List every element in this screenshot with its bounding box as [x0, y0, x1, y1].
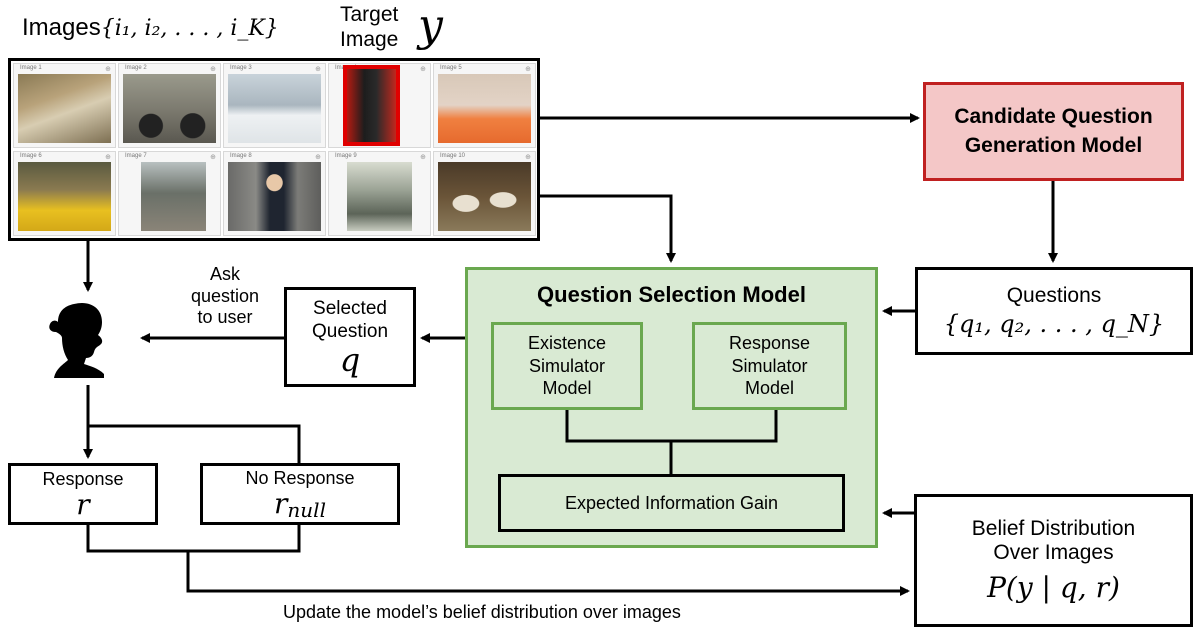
cqg-line2: Generation Model [964, 133, 1143, 157]
candidate-question-generation-model: Candidate Question Generation Model [923, 82, 1184, 181]
selected-question-box: Selected Question q [284, 287, 416, 387]
belief-line1: Belief Distribution [971, 516, 1136, 540]
target-label-line1: Target [340, 3, 399, 26]
update-caption: Update the model’s belief distribution o… [283, 602, 681, 622]
bedroom-photo [438, 74, 531, 143]
man-with-banana-photo [228, 162, 321, 231]
fruit-vendor-photo [18, 162, 111, 231]
no-response-box: No Response rnull [200, 463, 400, 525]
motorcycle-photo [123, 74, 216, 143]
target-label-line2: Image [340, 28, 399, 52]
no-response-sub: null [287, 497, 326, 522]
response-box: Response r [8, 463, 158, 525]
belief-math: P(y | q, r) [987, 571, 1120, 605]
belief-distribution-box: Belief Distribution Over Images P(y | q,… [914, 494, 1193, 627]
image-cell-target[interactable]: Image 4⊕ [328, 63, 431, 148]
line-user-split [86, 385, 301, 463]
images-label: Images [22, 14, 101, 41]
ask-question-label: Ask question to user [190, 264, 260, 328]
questions-math: {q₁, q₂, . . . , q_N} [943, 310, 1165, 339]
image-cell[interactable]: Image 5⊕ [433, 63, 536, 148]
line-simulators-to-eig [565, 410, 778, 443]
existence-simulator-model: Existence Simulator Model [491, 322, 643, 410]
target-image-photo [343, 65, 400, 146]
image-cell[interactable]: Image 2⊕ [118, 63, 221, 148]
image-cell[interactable]: Image 9⊕ [328, 151, 431, 236]
images-header: Images{i₁, i₂, . . . , i_K} [22, 14, 279, 42]
belief-line2: Over Images [993, 541, 1114, 564]
expected-information-gain: Expected Information Gain [498, 474, 845, 532]
line-responses-join [86, 525, 301, 553]
no-response-label: No Response [245, 468, 355, 489]
image-cell[interactable]: Image 3⊕ [223, 63, 326, 148]
sheep-photo [18, 74, 111, 143]
selected-line2: Question [311, 321, 389, 342]
selected-math: q [339, 340, 361, 379]
vintage-photo [347, 162, 412, 231]
no-response-math: r [274, 486, 288, 520]
image-cell[interactable]: Image 1⊕ [13, 63, 116, 148]
selected-line1: Selected [313, 298, 387, 320]
street-photo [141, 162, 206, 231]
arrow-responses-to-belief [186, 551, 910, 596]
questions-box: Questions {q₁, q₂, . . . , q_N} [915, 267, 1193, 355]
user-silhouette-icon [49, 302, 104, 378]
response-simulator-model: Response Simulator Model [692, 322, 847, 410]
cqg-line1: Candidate Question [954, 105, 1153, 129]
image-cell[interactable]: Image 6⊕ [13, 151, 116, 236]
questions-label: Questions [1006, 283, 1102, 307]
target-math: y [418, 0, 443, 51]
image-grid: Image 1⊕ Image 2⊕ Image 3⊕ Image 4⊕ Imag… [8, 58, 540, 241]
sheep-pen-photo [438, 162, 531, 231]
response-math: r [76, 487, 90, 521]
image-cell[interactable]: Image 10⊕ [433, 151, 536, 236]
surfer-photo [228, 74, 321, 143]
arrow-images-to-qsm [540, 194, 676, 263]
response-label: Response [42, 469, 124, 490]
target-header: Target Image [340, 2, 398, 52]
image-cell[interactable]: Image 7⊕ [118, 151, 221, 236]
images-set-math: {i₁, i₂, . . . , i_K} [100, 16, 279, 41]
qsm-title: Question Selection Model [537, 282, 806, 307]
image-cell[interactable]: Image 8⊕ [223, 151, 326, 236]
